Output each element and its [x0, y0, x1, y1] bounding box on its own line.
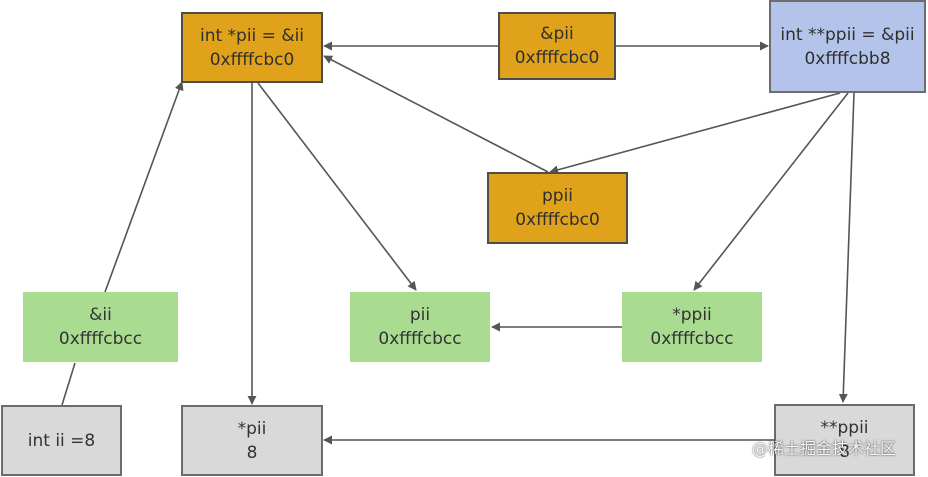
- node-double-deref-ppii-line1: **ppii: [820, 418, 869, 438]
- node-pii-value-line1: pii: [409, 305, 431, 325]
- node-pii-declaration-line1: int *pii = &ii: [199, 25, 305, 46]
- node-double-deref-ppii-line2: 8: [839, 442, 850, 462]
- node-pii-declaration-line2: 0xffffcbc0: [209, 49, 295, 70]
- node-address-of-ii-line2: 0xffffcbcc: [58, 329, 143, 349]
- arrow-ppii-decl-to-dderef-ppii: [838, 92, 855, 403]
- node-address-of-pii-line2: 0xffffcbc0: [514, 48, 600, 68]
- node-ii-declaration: int ii =8: [1, 405, 122, 476]
- node-ppii-value: ppii 0xffffcbc0: [487, 172, 628, 244]
- node-deref-pii-line2: 8: [246, 442, 258, 463]
- node-pii-value-line2: 0xffffcbcc: [378, 329, 462, 349]
- node-ppii-declaration-line2: 0xffffcbb8: [804, 48, 891, 69]
- arrow-ii-to-addr-ii: [61, 362, 76, 406]
- arrow-ppii-decl-to-ppii-val: [549, 92, 841, 175]
- node-deref-pii-line1: *pii: [237, 418, 267, 439]
- node-ppii-value-line2: 0xffffcbc0: [515, 210, 600, 230]
- arrow-ppii-decl-to-deref-ppii: [693, 92, 849, 291]
- arrow-addr-ii-to-pii-decl: [104, 81, 184, 293]
- node-double-deref-ppii: **ppii 8: [774, 404, 915, 476]
- node-ppii-declaration: int **ppii = &pii 0xffffcbb8: [769, 0, 926, 93]
- node-address-of-ii: &ii 0xffffcbcc: [23, 292, 178, 362]
- watermark-text: @稀土掘金技术社区: [752, 439, 897, 458]
- node-address-of-pii: &pii 0xffffcbc0: [498, 12, 616, 80]
- node-deref-ppii-line1: *ppii: [672, 305, 712, 325]
- node-address-of-pii-line1: &pii: [540, 24, 574, 44]
- node-deref-ppii: *ppii 0xffffcbcc: [622, 292, 762, 362]
- arrow-pii-decl-to-pii-val: [257, 82, 417, 291]
- arrow-ppii-val-to-pii-decl: [323, 55, 549, 173]
- node-ppii-value-line1: ppii: [541, 186, 574, 206]
- node-ppii-declaration-line1: int **ppii = &pii: [780, 24, 915, 45]
- node-address-of-ii-line1: &ii: [89, 305, 112, 325]
- node-ii-declaration-line1: int ii =8: [27, 430, 96, 451]
- node-pii-value: pii 0xffffcbcc: [350, 292, 490, 362]
- node-deref-pii: *pii 8: [181, 405, 323, 476]
- node-deref-ppii-line2: 0xffffcbcc: [650, 329, 734, 349]
- node-pii-declaration: int *pii = &ii 0xffffcbc0: [181, 12, 323, 83]
